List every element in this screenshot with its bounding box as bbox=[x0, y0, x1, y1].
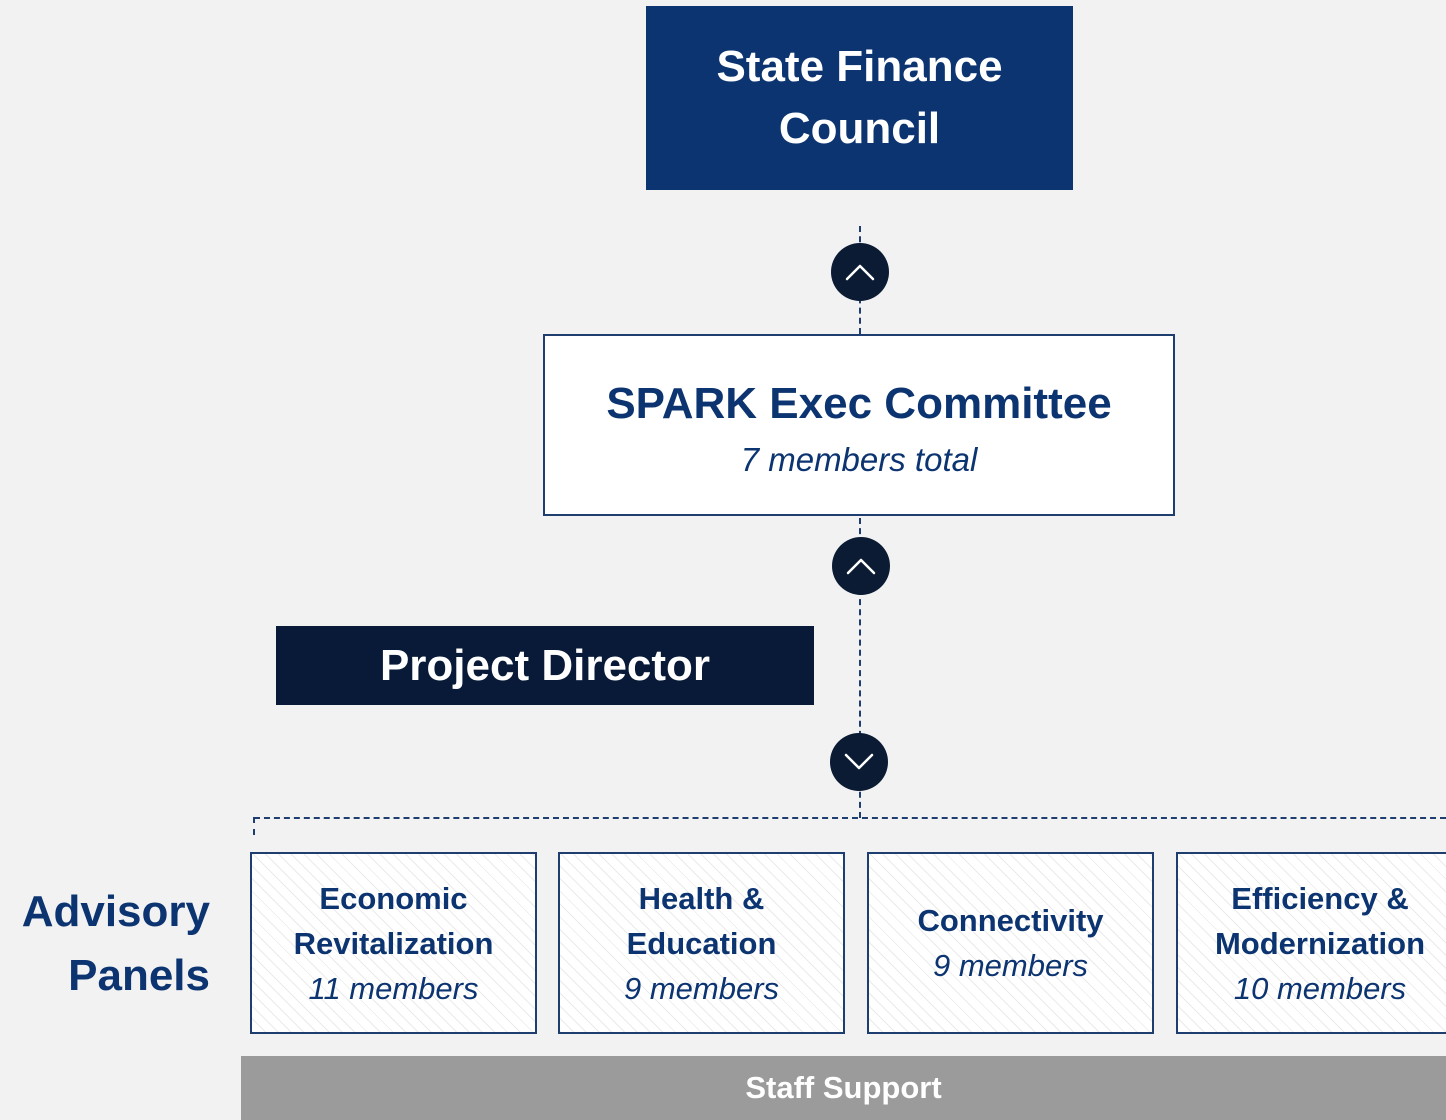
panel-economic-revitalization: Economic Revitalization 11 members bbox=[250, 852, 537, 1034]
panel-name: Efficiency & Modernization bbox=[1214, 880, 1426, 961]
connector-exec-panels bbox=[859, 518, 861, 818]
state-finance-council-box: State Finance Council bbox=[646, 6, 1073, 190]
chevron-down-icon[interactable] bbox=[830, 733, 888, 791]
panel-members: 11 members bbox=[308, 970, 479, 1006]
panel-efficiency-modernization: Efficiency & Modernization 10 members bbox=[1176, 852, 1446, 1034]
staff-support-label: Staff Support bbox=[745, 1070, 942, 1105]
staff-support-bar: Staff Support bbox=[241, 1056, 1446, 1120]
connector-panel-left-tick bbox=[253, 817, 255, 835]
council-title: State Finance Council bbox=[716, 42, 1003, 153]
panel-members: 9 members bbox=[932, 948, 1089, 983]
chevron-up-icon[interactable] bbox=[832, 537, 890, 595]
panel-health-education: Health & Education 9 members bbox=[558, 852, 845, 1034]
advisory-panels-text: Advisory Panels bbox=[21, 887, 210, 1000]
chevron-up-icon[interactable] bbox=[831, 243, 889, 301]
panel-connectivity: Connectivity 9 members bbox=[867, 852, 1154, 1034]
exec-committee-title: SPARK Exec Committee bbox=[606, 379, 1112, 428]
panel-members: 9 members bbox=[623, 970, 780, 1006]
advisory-panels-label: Advisory Panels bbox=[0, 880, 210, 1008]
exec-committee-members: 7 members total bbox=[740, 441, 978, 478]
panel-name: Health & Education bbox=[626, 880, 777, 961]
exec-committee-box: SPARK Exec Committee 7 members total bbox=[543, 334, 1175, 516]
project-director-box: Project Director bbox=[276, 626, 814, 705]
panel-name: Connectivity bbox=[917, 903, 1104, 938]
connector-panels-bar bbox=[254, 817, 1446, 819]
panel-members: 10 members bbox=[1233, 970, 1407, 1006]
panel-name: Economic Revitalization bbox=[293, 880, 494, 961]
project-director-title: Project Director bbox=[379, 640, 711, 690]
